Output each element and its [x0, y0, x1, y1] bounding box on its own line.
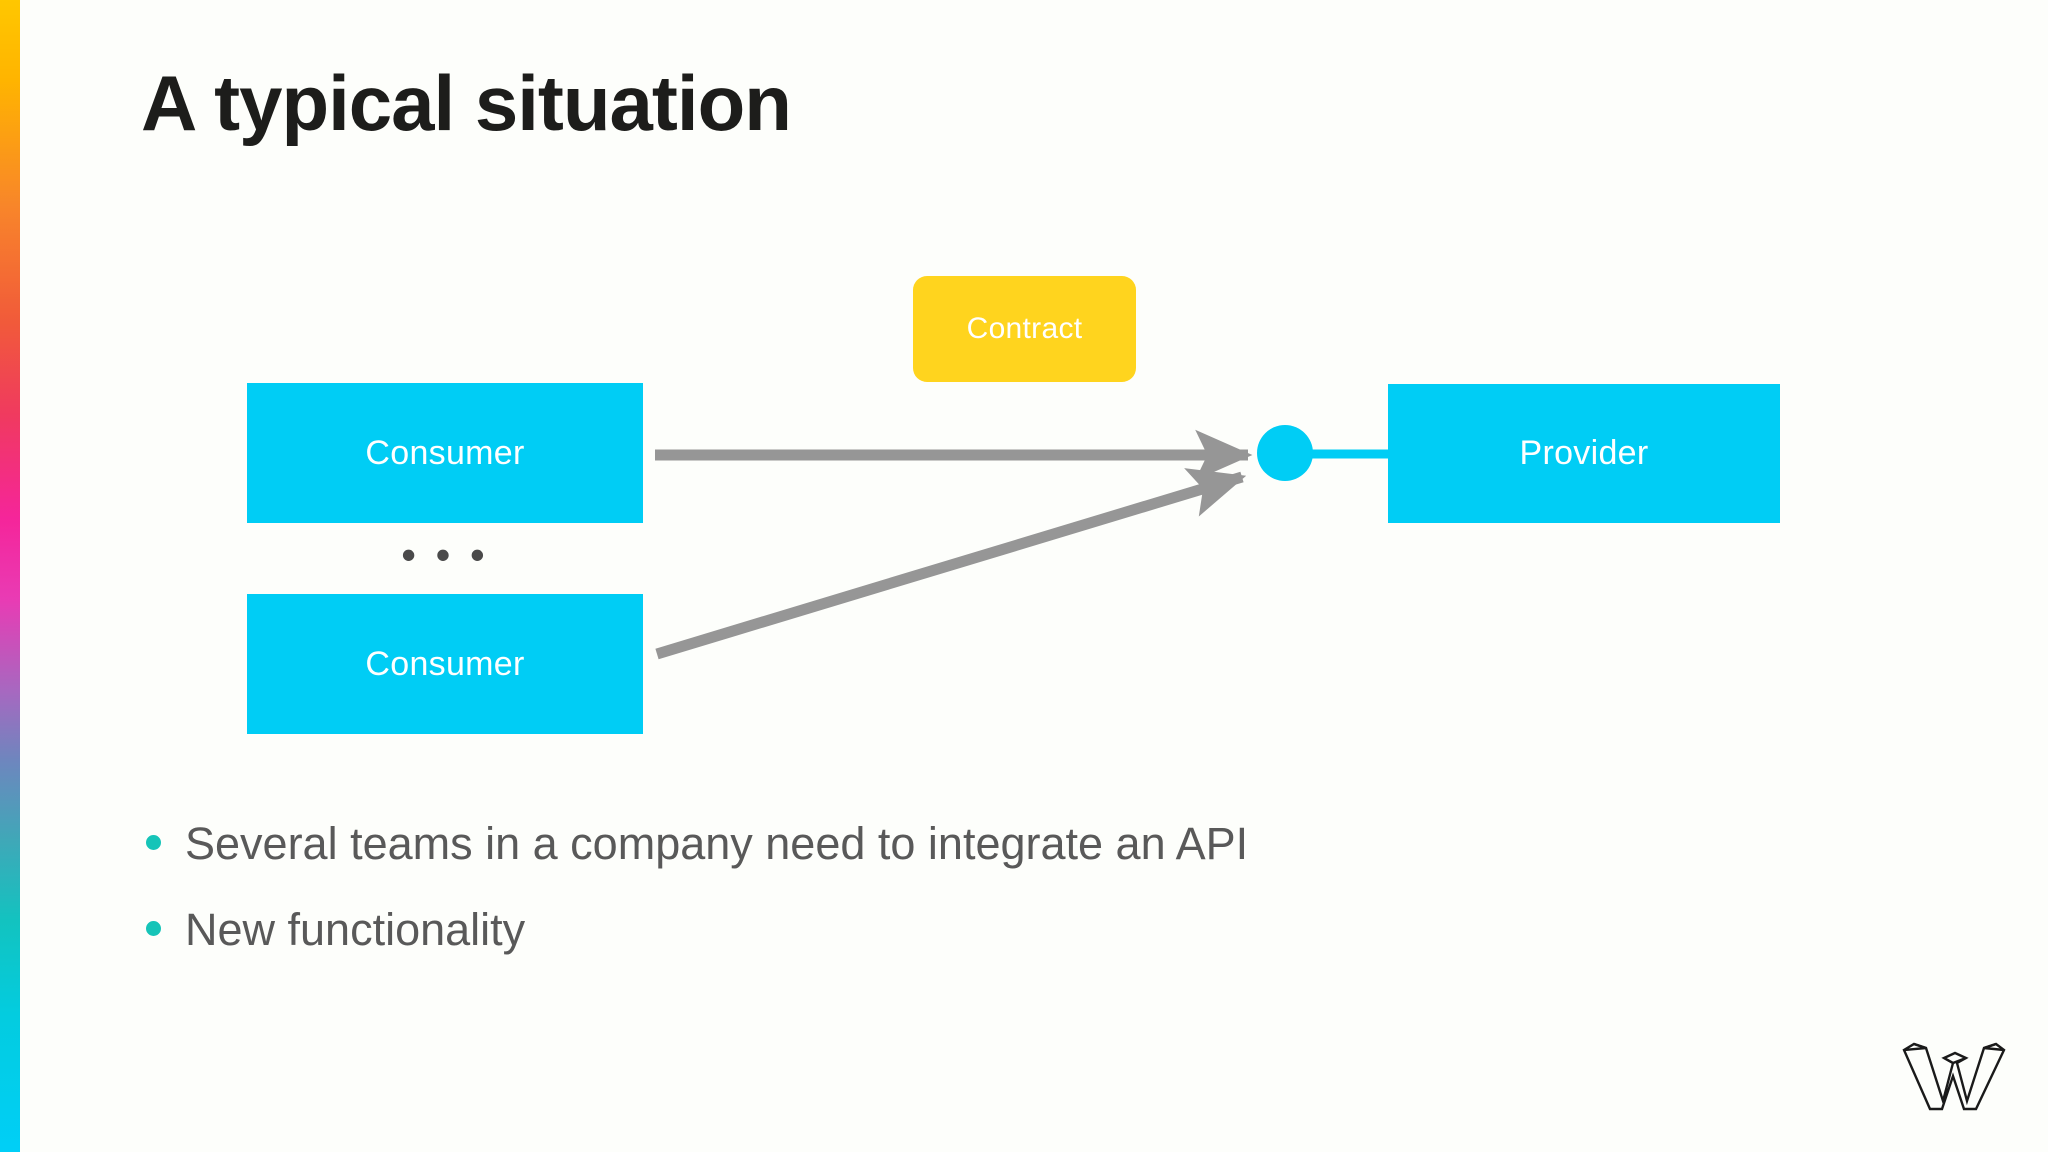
list-item-label: Several teams in a company need to integ… — [185, 818, 1249, 869]
w-logo-icon — [1902, 1042, 2006, 1111]
bullet-list: Several teams in a company need to integ… — [146, 818, 1646, 990]
consumer-node-2: Consumer — [247, 594, 643, 734]
consumers-ellipsis: • • • — [401, 531, 489, 578]
gradient-accent-bar — [0, 0, 20, 1152]
list-item: Several teams in a company need to integ… — [146, 818, 1646, 870]
page-title: A typical situation — [141, 59, 792, 147]
provider-node-label: Provider — [1519, 434, 1649, 472]
contract-node: Contract — [913, 276, 1136, 382]
consumer-node-2-label: Consumer — [365, 644, 525, 683]
list-item: New functionality — [146, 904, 1646, 956]
list-item-label: New functionality — [185, 904, 526, 955]
provider-node: Provider — [1388, 384, 1780, 523]
consumer-node-1-label: Consumer — [365, 433, 525, 472]
bullet-dot-icon — [146, 921, 161, 936]
consumer-node-1: Consumer — [247, 383, 643, 523]
bullet-dot-icon — [146, 835, 161, 850]
api-endpoint-node — [1257, 425, 1313, 481]
contract-node-label: Contract — [966, 312, 1083, 345]
arrow-consumer2-to-endpoint — [655, 468, 1247, 660]
